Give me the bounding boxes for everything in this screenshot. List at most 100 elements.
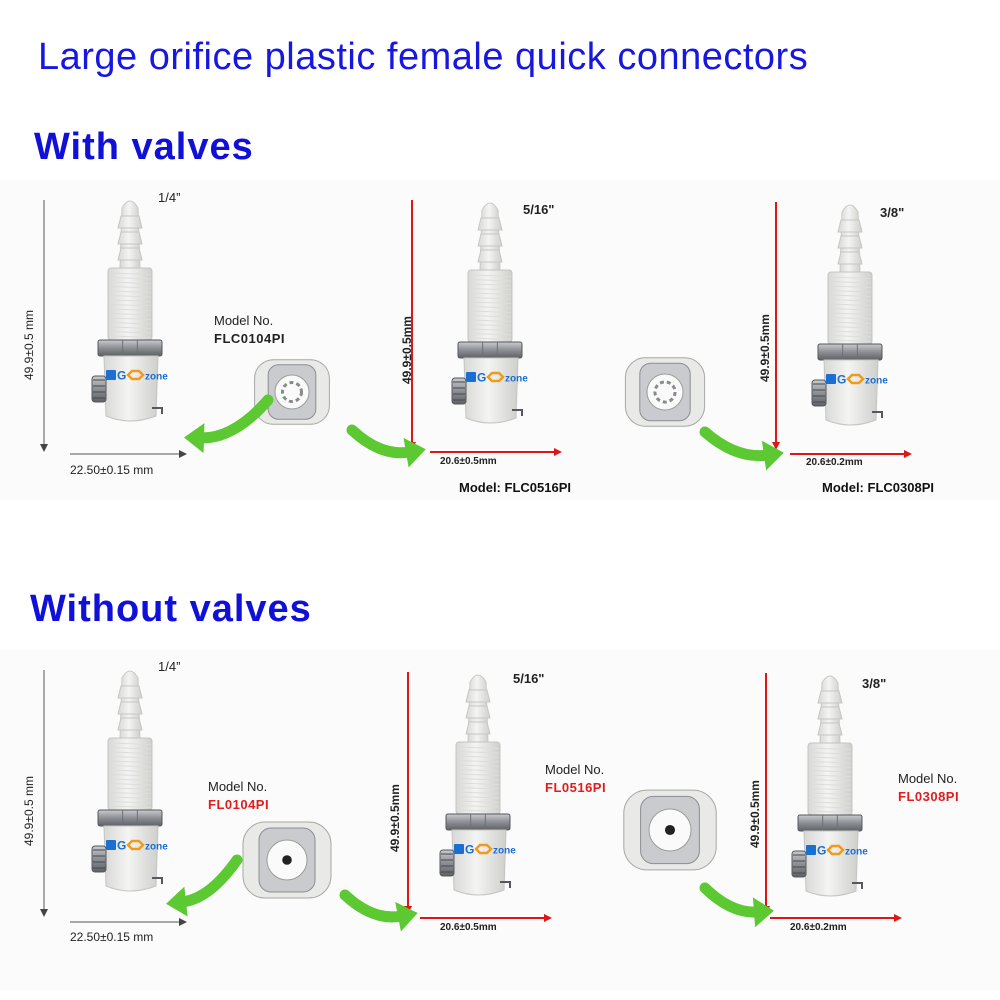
thread-line — [808, 756, 852, 759]
coupling-body — [823, 359, 879, 426]
model-caption-text: Model No. — [208, 779, 268, 794]
hex-nut — [457, 341, 523, 359]
logo-wordmark: zone — [145, 372, 168, 383]
thread-line — [456, 773, 500, 776]
thread-line — [108, 796, 152, 799]
barb-ring — [117, 685, 143, 699]
thread-line — [108, 756, 152, 759]
logo-hexagon — [474, 843, 493, 855]
thread-line — [808, 761, 852, 764]
thread-line — [108, 281, 152, 284]
thread-line — [828, 335, 872, 338]
barb-ring — [465, 721, 491, 735]
thread-line — [456, 791, 500, 794]
width-dimension-label: 20.6±0.5mm — [440, 922, 497, 933]
model-caption-text: Model No. — [898, 771, 958, 786]
model-number: FLC0104PI — [214, 331, 285, 346]
thread-line — [468, 292, 512, 295]
thread-line — [108, 801, 152, 804]
thread-line — [456, 809, 500, 812]
thread-line — [108, 778, 152, 781]
size-label-5-16: 5/16" — [513, 671, 545, 686]
thread-line — [468, 337, 512, 340]
green-arrow-icon — [166, 854, 243, 917]
insert-bore — [664, 824, 676, 836]
thread-line — [808, 747, 852, 750]
thread-line — [456, 782, 500, 785]
thread-line — [828, 339, 872, 342]
thread-line — [108, 313, 152, 316]
barb-ring — [117, 247, 143, 261]
thread-line — [108, 760, 152, 763]
barb-ring — [837, 251, 863, 265]
height-dimension-label: 49.9±0.5 mm — [22, 776, 36, 846]
logo-letter: G — [117, 839, 126, 853]
thread-line — [468, 288, 512, 291]
barb-ring — [465, 705, 491, 719]
model-caption-text: Model No. — [545, 762, 605, 777]
coupling-body — [103, 825, 159, 892]
barb-ring — [117, 717, 143, 731]
thread-line — [808, 806, 852, 809]
latch-tab — [852, 882, 863, 889]
thread-line — [456, 755, 500, 758]
thread-line — [108, 335, 152, 338]
thread-line — [108, 792, 152, 795]
model-caption: Model No. FL0104PI — [208, 778, 269, 814]
thread-line — [828, 285, 872, 288]
green-arrow-head — [403, 437, 426, 468]
thread-line — [108, 765, 152, 768]
latch-tab — [152, 407, 163, 414]
hex-nut — [445, 813, 511, 831]
thread-line — [468, 319, 512, 322]
model-caption-text: Model: — [459, 480, 501, 495]
thread-line — [828, 330, 872, 333]
thread-line — [808, 797, 852, 800]
thread-line — [828, 308, 872, 311]
hex-nut — [97, 339, 163, 357]
thread-line — [468, 283, 512, 286]
barb-ring — [477, 233, 503, 247]
thread-line — [808, 774, 852, 777]
thread-line — [468, 324, 512, 327]
barb-ring — [477, 249, 503, 263]
coupling-body — [463, 357, 519, 424]
size-label-1-4: 1/4” — [158, 190, 181, 205]
logo-hexagon — [846, 373, 865, 385]
thread-line — [456, 787, 500, 790]
thread-line — [468, 297, 512, 300]
latch-button — [439, 849, 455, 877]
logo-square — [826, 374, 836, 384]
model-caption: Model: FLC0308PI — [822, 480, 934, 495]
valve-insert-photo — [623, 789, 717, 871]
width-dimension-label: 20.6±0.5mm — [440, 456, 497, 467]
latch-button — [811, 379, 827, 407]
thread-line — [108, 322, 152, 325]
logo-wordmark: zone — [145, 842, 168, 853]
valve-insert-photo — [254, 359, 330, 425]
thread-line — [108, 783, 152, 786]
insert-ring — [646, 373, 684, 411]
green-arrow-shaft — [194, 394, 274, 444]
green-arrow-head — [752, 897, 774, 928]
height-dimension-label: 49.9±0.5 mm — [22, 310, 36, 380]
logo-letter: G — [477, 371, 486, 385]
model-number: FLC0516PI — [504, 480, 571, 495]
latch-tab — [872, 411, 883, 418]
coupling-body — [103, 355, 159, 422]
logo-hexagon — [126, 839, 145, 851]
logo-wordmark: zone — [505, 374, 528, 385]
page-title: Large orifice plastic female quick conne… — [38, 36, 809, 78]
thread-line — [108, 805, 152, 808]
green-arrow-head — [184, 423, 205, 454]
logo-square — [806, 845, 816, 855]
latch-button — [91, 375, 107, 403]
logo-square — [466, 372, 476, 382]
thread-line — [828, 317, 872, 320]
barb-ring — [117, 701, 143, 715]
height-dimension-label: 49.9±0.5mm — [748, 780, 762, 848]
